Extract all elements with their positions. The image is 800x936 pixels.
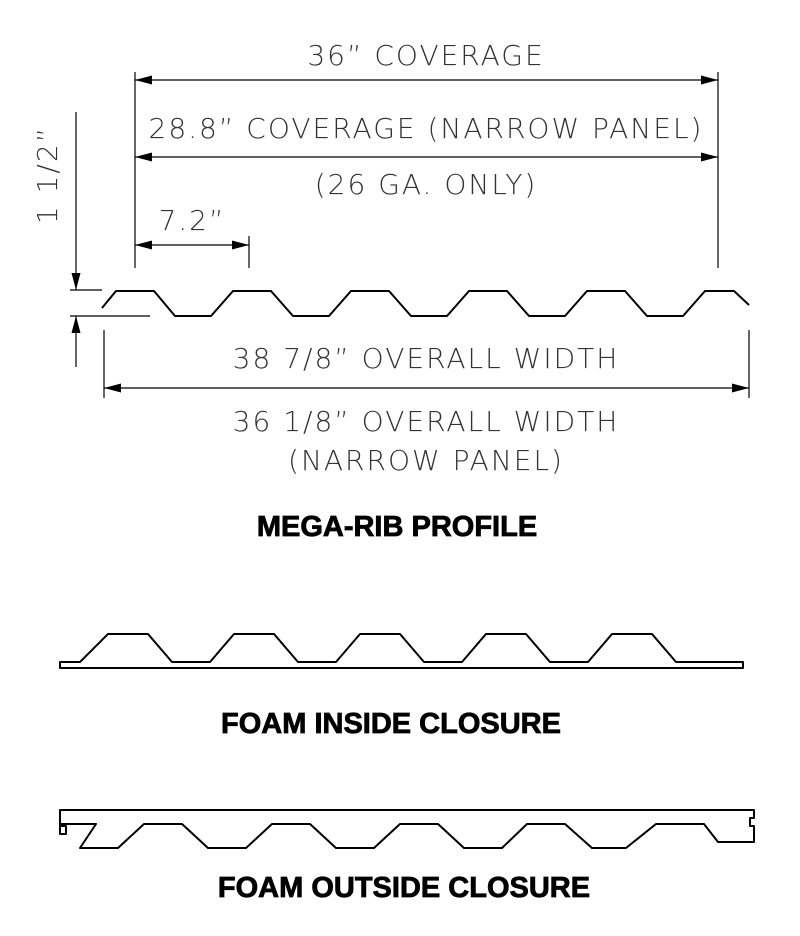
overall-width-dimension: 38 7/8” OVERALL WIDTH 36 1/8” OVERALL WI…	[103, 330, 750, 477]
profile-title: MEGA-RIB PROFILE	[257, 511, 537, 543]
mega-rib-panel-profile	[101, 290, 750, 317]
foam-inside-closure-drawing	[59, 633, 744, 669]
overall-width-narrow-label: 36 1/8” OVERALL WIDTH	[233, 405, 620, 438]
rib-height-label: 1 1/2”	[31, 126, 64, 224]
outside-closure-title: FOAM OUTSIDE CLOSURE	[218, 872, 590, 904]
coverage-36-dimension: 36” COVERAGE	[135, 39, 718, 85]
coverage-narrow-dimension: 28.8” COVERAGE (NARROW PANEL) (26 GA. ON…	[135, 112, 718, 201]
coverage-36-label: 36” COVERAGE	[307, 39, 544, 72]
overall-width-label: 38 7/8” OVERALL WIDTH	[233, 342, 620, 375]
gauge-note-label: (26 GA. ONLY)	[315, 168, 538, 201]
rib-spacing-dimension: 7.2”	[135, 204, 250, 268]
foam-outside-closure-drawing	[59, 809, 755, 849]
narrow-panel-note-label: (NARROW PANEL)	[288, 444, 564, 477]
rib-height-dimension: 1 1/2”	[31, 112, 150, 367]
coverage-narrow-label: 28.8” COVERAGE (NARROW PANEL)	[149, 112, 704, 145]
inside-closure-title: FOAM INSIDE CLOSURE	[221, 708, 561, 740]
rib-spacing-label: 7.2”	[158, 204, 225, 237]
